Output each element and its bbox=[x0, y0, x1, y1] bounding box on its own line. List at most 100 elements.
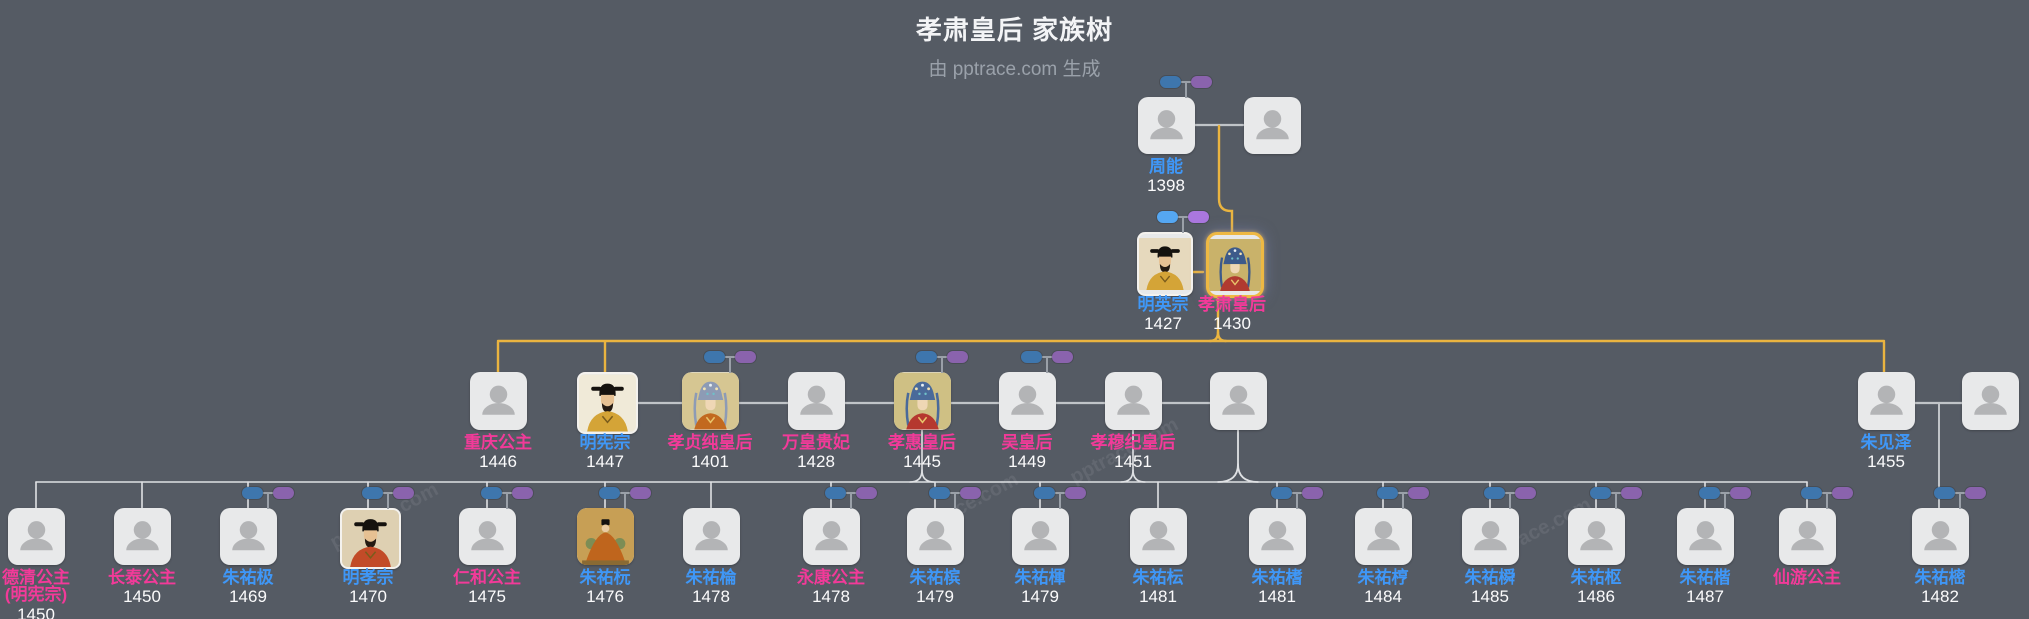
person-node[interactable]: 吴皇后 1449 bbox=[998, 351, 1073, 471]
collapsed-mother-pill-icon[interactable] bbox=[1302, 487, 1323, 499]
person-node[interactable]: 孝肃皇后 1430 bbox=[1198, 232, 1266, 333]
portrait-emperor-yellow2[interactable] bbox=[576, 372, 638, 434]
collapsed-father-pill-icon[interactable] bbox=[916, 351, 937, 363]
avatar[interactable] bbox=[458, 508, 516, 565]
collapsed-father-pill-icon[interactable] bbox=[481, 487, 502, 499]
portrait-empress-tan[interactable] bbox=[681, 372, 739, 430]
collapsed-father-pill-icon[interactable] bbox=[825, 487, 846, 499]
collapsed-parents-indicator[interactable] bbox=[929, 487, 981, 509]
person-node[interactable]: 万皇贵妃 1428 bbox=[782, 372, 850, 471]
person-node[interactable]: 朱祐枟 1481 bbox=[1129, 508, 1187, 606]
collapsed-parents-indicator[interactable] bbox=[599, 487, 651, 509]
collapsed-mother-pill-icon[interactable] bbox=[1832, 487, 1853, 499]
collapsed-father-pill-icon[interactable] bbox=[1034, 487, 1055, 499]
collapsed-parents-indicator[interactable] bbox=[242, 487, 294, 509]
avatar[interactable] bbox=[1961, 372, 2019, 430]
collapsed-mother-pill-icon[interactable] bbox=[1065, 487, 1086, 499]
person-node[interactable]: 明宪宗 1447 bbox=[576, 372, 638, 471]
avatar[interactable] bbox=[7, 508, 65, 565]
collapsed-parents-indicator[interactable] bbox=[916, 351, 968, 373]
collapsed-father-pill-icon[interactable] bbox=[1021, 351, 1042, 363]
collapsed-mother-pill-icon[interactable] bbox=[393, 487, 414, 499]
collapsed-father-pill-icon[interactable] bbox=[599, 487, 620, 499]
person-node[interactable]: 朱祐橓 1485 bbox=[1461, 487, 1536, 606]
collapsed-parents-indicator[interactable] bbox=[1590, 487, 1642, 509]
collapsed-parents-indicator[interactable] bbox=[1801, 487, 1853, 509]
person-node[interactable]: 仁和公主 1475 bbox=[453, 487, 533, 606]
avatar[interactable] bbox=[1248, 508, 1306, 565]
avatar[interactable] bbox=[113, 508, 171, 565]
collapsed-mother-pill-icon[interactable] bbox=[273, 487, 294, 499]
avatar[interactable] bbox=[1778, 508, 1836, 565]
avatar[interactable] bbox=[1011, 508, 1069, 565]
collapsed-mother-pill-icon[interactable] bbox=[856, 487, 877, 499]
collapsed-parents-indicator[interactable] bbox=[1934, 487, 1986, 509]
person-node[interactable]: 重庆公主 1446 bbox=[464, 372, 532, 471]
avatar[interactable] bbox=[1137, 97, 1195, 154]
avatar[interactable] bbox=[219, 508, 277, 565]
collapsed-parents-indicator[interactable] bbox=[362, 487, 414, 509]
collapsed-parents-indicator[interactable] bbox=[704, 351, 756, 373]
collapsed-parents-indicator[interactable] bbox=[1160, 76, 1212, 98]
avatar[interactable] bbox=[469, 372, 527, 430]
person-node[interactable] bbox=[1961, 372, 2019, 430]
collapsed-parents-indicator[interactable] bbox=[825, 487, 877, 509]
collapsed-mother-pill-icon[interactable] bbox=[960, 487, 981, 499]
portrait-empress-tan2[interactable] bbox=[893, 372, 951, 430]
person-node[interactable]: 明孝宗 1470 bbox=[339, 487, 414, 606]
portrait-emperor-red[interactable] bbox=[339, 508, 401, 569]
avatar[interactable] bbox=[906, 508, 964, 565]
collapsed-mother-pill-icon[interactable] bbox=[630, 487, 651, 499]
collapsed-father-pill-icon[interactable] bbox=[362, 487, 383, 499]
person-node[interactable]: 朱祐楎 1479 bbox=[1011, 487, 1086, 606]
avatar[interactable] bbox=[1209, 372, 1267, 430]
avatar[interactable] bbox=[1567, 508, 1625, 565]
avatar[interactable] bbox=[787, 372, 845, 430]
person-node[interactable]: 朱祐榰 1481 bbox=[1248, 487, 1323, 606]
person-node[interactable]: 朱祐棆 1478 bbox=[682, 508, 740, 606]
person-node[interactable]: 朱祐樒 1482 bbox=[1911, 487, 1986, 606]
collapsed-parents-indicator[interactable] bbox=[1484, 487, 1536, 509]
collapsed-father-pill-icon[interactable] bbox=[1934, 487, 1955, 499]
person-node[interactable]: 长泰公主 1450 bbox=[108, 508, 176, 606]
person-node[interactable] bbox=[1209, 372, 1267, 430]
collapsed-mother-pill-icon[interactable] bbox=[947, 351, 968, 363]
collapsed-mother-pill-icon[interactable] bbox=[1408, 487, 1429, 499]
avatar[interactable] bbox=[1243, 97, 1301, 154]
person-node[interactable]: 朱祐梈 1484 bbox=[1354, 487, 1429, 606]
person-node[interactable]: 朱祐枢 1486 bbox=[1567, 487, 1642, 606]
collapsed-parents-indicator[interactable] bbox=[1021, 351, 1073, 373]
collapsed-mother-pill-icon[interactable] bbox=[1621, 487, 1642, 499]
collapsed-father-pill-icon[interactable] bbox=[242, 487, 263, 499]
person-node[interactable]: 孝贞纯皇后 1401 bbox=[668, 351, 756, 471]
avatar[interactable] bbox=[1676, 508, 1734, 565]
avatar[interactable] bbox=[1354, 508, 1412, 565]
avatar[interactable] bbox=[1461, 508, 1519, 565]
collapsed-father-pill-icon[interactable] bbox=[1157, 211, 1178, 223]
person-node[interactable]: 德清公主 (明宪宗) 1450 bbox=[2, 508, 70, 619]
collapsed-mother-pill-icon[interactable] bbox=[1191, 76, 1212, 88]
person-node[interactable] bbox=[1243, 97, 1301, 154]
collapsed-father-pill-icon[interactable] bbox=[1590, 487, 1611, 499]
collapsed-father-pill-icon[interactable] bbox=[1160, 76, 1181, 88]
person-node[interactable]: 孝惠皇后 1445 bbox=[888, 351, 968, 471]
portrait-emperor-yellow[interactable] bbox=[1137, 232, 1193, 296]
collapsed-father-pill-icon[interactable] bbox=[1377, 487, 1398, 499]
person-node[interactable]: 孝穆纪皇后 1451 bbox=[1091, 372, 1176, 471]
person-node[interactable]: 朱见泽 1455 bbox=[1857, 372, 1915, 471]
collapsed-parents-indicator[interactable] bbox=[1377, 487, 1429, 509]
avatar[interactable] bbox=[1857, 372, 1915, 430]
collapsed-mother-pill-icon[interactable] bbox=[1052, 351, 1073, 363]
collapsed-parents-indicator[interactable] bbox=[1699, 487, 1751, 509]
collapsed-father-pill-icon[interactable] bbox=[1271, 487, 1292, 499]
collapsed-mother-pill-icon[interactable] bbox=[512, 487, 533, 499]
person-node[interactable]: 永康公主 1478 bbox=[797, 487, 877, 606]
collapsed-mother-pill-icon[interactable] bbox=[1730, 487, 1751, 499]
collapsed-mother-pill-icon[interactable] bbox=[735, 351, 756, 363]
person-node[interactable]: 周能 1398 bbox=[1137, 76, 1212, 195]
avatar[interactable] bbox=[998, 372, 1056, 430]
person-node[interactable]: 朱祐杬 1476 bbox=[576, 487, 651, 606]
avatar[interactable] bbox=[1104, 372, 1162, 430]
collapsed-mother-pill-icon[interactable] bbox=[1965, 487, 1986, 499]
portrait-seated[interactable] bbox=[576, 508, 634, 565]
